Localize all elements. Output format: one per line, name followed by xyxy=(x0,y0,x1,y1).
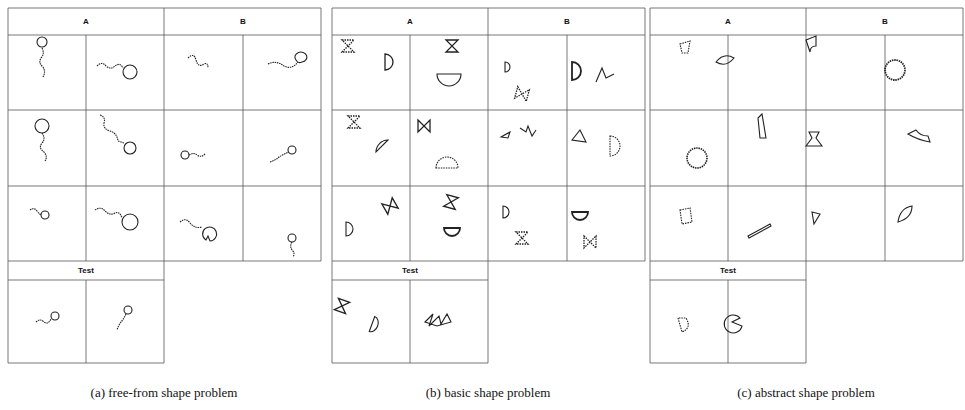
panel-caption: (b) basic shape problem xyxy=(426,385,551,401)
grid-line xyxy=(963,8,964,261)
grid-line xyxy=(650,186,963,187)
grid-line xyxy=(410,35,411,261)
column-header: A xyxy=(407,17,413,26)
grid-line xyxy=(332,8,333,363)
grid-line xyxy=(8,35,321,36)
grid-line xyxy=(410,280,411,363)
grid-line xyxy=(567,35,568,261)
grid-line xyxy=(728,280,729,363)
grid-line xyxy=(243,35,244,261)
grid-line xyxy=(164,8,165,363)
panel-caption: (a) free-from shape problem xyxy=(91,385,238,401)
grid-line xyxy=(8,186,321,187)
grid-line xyxy=(650,110,963,111)
column-header: B xyxy=(564,17,570,26)
grid-line xyxy=(650,261,963,262)
grid-line xyxy=(321,8,322,261)
column-header: B xyxy=(240,17,246,26)
grid-line xyxy=(332,186,645,187)
panel-caption: (c) abstract shape problem xyxy=(737,385,875,401)
grid-line xyxy=(86,35,87,261)
grid-line xyxy=(332,261,645,262)
section-header: Test xyxy=(78,266,94,275)
grid-line xyxy=(8,8,321,9)
grid-line xyxy=(728,35,729,261)
section-header: Test xyxy=(402,266,418,275)
grid-line xyxy=(8,8,9,363)
column-header: B xyxy=(882,17,888,26)
grid-line xyxy=(650,8,963,9)
grid-line xyxy=(8,110,321,111)
grid-line xyxy=(332,35,645,36)
column-header: A xyxy=(83,17,89,26)
grid-line xyxy=(8,261,321,262)
grid-line xyxy=(488,8,489,363)
grid-line xyxy=(650,35,963,36)
grid-line xyxy=(806,8,807,363)
column-header: A xyxy=(725,17,731,26)
grid-line xyxy=(650,8,651,363)
grid-line xyxy=(332,110,645,111)
section-header: Test xyxy=(720,266,736,275)
grid-line xyxy=(645,8,646,261)
grid-line xyxy=(332,8,645,9)
grid-line xyxy=(86,280,87,363)
